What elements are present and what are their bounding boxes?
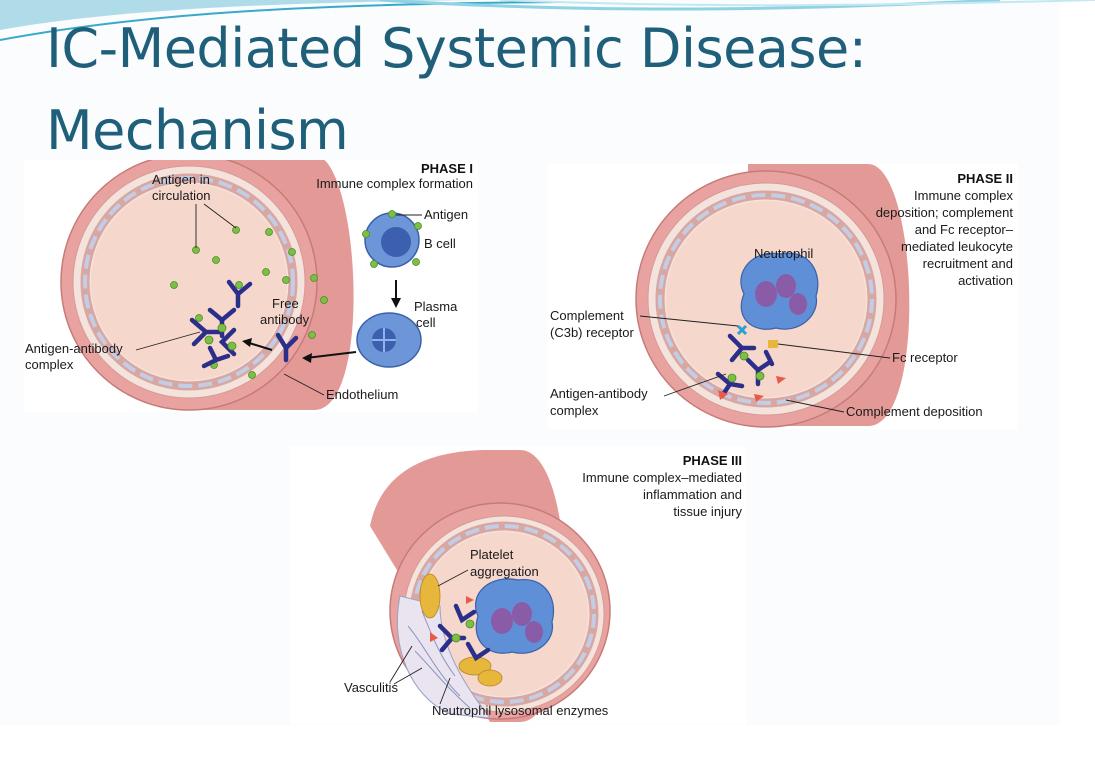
vasculitis-region	[396, 595, 492, 719]
phase-1-diagram: PHASE I Immune complex formation Antigen…	[25, 160, 473, 411]
phase-2-subtitle-4: mediated leukocyte	[901, 239, 1013, 254]
phase-2-subtitle-2: deposition; complement	[876, 205, 1014, 220]
phase-2-subtitle-3: and Fc receptor–	[915, 222, 1014, 237]
label-antigen-in-circulation-1: Antigen in	[152, 172, 210, 187]
label-platelet-aggregation-2: aggregation	[470, 564, 539, 579]
bound-antigens	[727, 351, 765, 383]
leader-complement-deposition	[785, 399, 845, 413]
label-platelet-aggregation-1: Platelet	[470, 547, 514, 562]
title-line-2: Mechanism	[46, 99, 349, 162]
complement-deposits	[430, 596, 474, 642]
leader-fc-receptor	[777, 343, 891, 359]
title-line-1: IC-Mediated Systemic Disease:	[46, 17, 867, 80]
deposited-complexes	[715, 333, 775, 399]
label-vasculitis: Vasculitis	[344, 680, 398, 695]
leader-antigen-circ	[195, 203, 237, 248]
leader-ag-ab-complex	[663, 373, 727, 397]
label-endothelium: Endothelium	[326, 387, 398, 402]
leader-endothelium	[283, 373, 325, 396]
label-neutrophil-enzymes: Neutrophil lysosomal enzymes	[432, 703, 609, 718]
bound-antigens	[204, 323, 237, 351]
label-ag-ab-complex-1: Antigen-antibody	[25, 341, 123, 356]
phase-2-subtitle-6: activation	[958, 273, 1013, 288]
phase-3-diagram: PHASE III Immune complex–mediated inflam…	[344, 450, 742, 722]
bound-antigens	[451, 619, 475, 643]
platelet-aggregates	[419, 573, 503, 687]
phase-2-heading: PHASE II	[957, 171, 1013, 186]
neutrophil	[740, 252, 819, 330]
arrow-plasma-to-antibody	[305, 351, 357, 359]
phase-1-subtitle: Immune complex formation	[316, 176, 473, 191]
antigen-dots	[170, 226, 328, 379]
label-neutrophil: Neutrophil	[754, 246, 813, 261]
label-plasma-cell-2: cell	[416, 315, 436, 330]
label-ag-ab-complex-1: Antigen-antibody	[550, 386, 648, 401]
leader-platelet-aggregation	[437, 569, 469, 587]
phase-3-panel: PHASE III Immune complex–mediated inflam…	[290, 446, 746, 724]
leader-ag-ab-complex	[135, 331, 201, 351]
immune-complex	[189, 279, 253, 369]
phase-2-subtitle-1: Immune complex	[914, 188, 1013, 203]
label-plasma-cell-1: Plasma	[414, 299, 458, 314]
label-b-cell: B cell	[424, 236, 456, 251]
label-antigen: Antigen	[424, 207, 468, 222]
b-cell	[362, 210, 422, 268]
phase-3-subtitle-2: inflammation and	[643, 487, 742, 502]
leader-complement-receptor	[639, 315, 739, 327]
phase-3-heading: PHASE III	[683, 453, 742, 468]
phase-1-heading: PHASE I	[421, 161, 473, 176]
label-complement-receptor-2: (C3b) receptor	[550, 325, 634, 340]
fc-receptor-mark	[768, 340, 778, 348]
neutrophil	[475, 578, 554, 654]
leader-neutrophil-enzymes	[439, 677, 451, 705]
free-antibody-glyph	[275, 332, 299, 363]
phase-3-subtitle-3: tissue injury	[673, 504, 742, 519]
label-ag-ab-complex-2: complex	[25, 357, 74, 372]
label-fc-receptor: Fc receptor	[892, 350, 958, 365]
phase-2-diagram: PHASE II Immune complex deposition; comp…	[550, 164, 1014, 428]
phase-3-subtitle-1: Immune complex–mediated	[582, 470, 742, 485]
label-ag-ab-complex-2: complex	[550, 403, 599, 418]
phase-2-subtitle-5: recruitment and	[923, 256, 1013, 271]
complement-deposits	[718, 376, 786, 402]
slide-title: IC-Mediated Systemic Disease: Mechanism	[46, 8, 946, 172]
label-complement-deposition: Complement deposition	[846, 404, 983, 419]
plasma-cell	[356, 312, 422, 368]
label-antigen-in-circulation-2: circulation	[152, 188, 211, 203]
label-free-antibody-2: antibody	[260, 312, 310, 327]
label-complement-receptor-1: Complement	[550, 308, 624, 323]
label-free-antibody-1: Free	[272, 296, 299, 311]
phase-1-panel: PHASE I Immune complex formation Antigen…	[24, 160, 478, 412]
c3b-receptor	[736, 324, 748, 336]
leader-vasculitis	[389, 645, 423, 685]
phase-2-panel: PHASE II Immune complex deposition; comp…	[548, 164, 1018, 429]
